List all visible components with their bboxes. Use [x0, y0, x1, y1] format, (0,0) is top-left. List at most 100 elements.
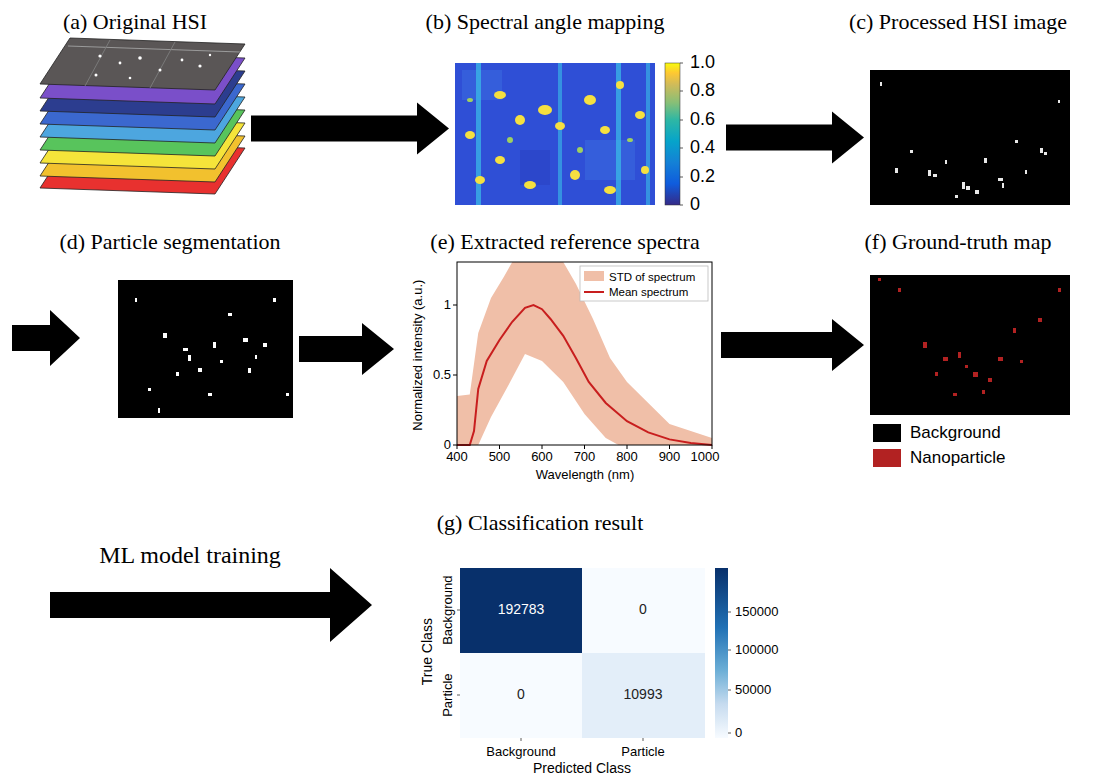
sam-map [577, 147, 583, 153]
processed-image [895, 168, 898, 173]
panel-heading: (g) Classification result [437, 510, 644, 536]
panel-heading: (e) Extracted reference spectra [430, 229, 699, 255]
spectrum-plot [453, 445, 457, 446]
colorbar-tick: 150000 [735, 605, 778, 619]
sam-map [646, 63, 650, 205]
sam-map [515, 115, 525, 125]
sam-map [555, 122, 565, 130]
colorbar-tick: 0 [735, 726, 742, 740]
sam-map [665, 63, 680, 205]
colorbar-tick: 0 [690, 195, 700, 215]
panel-heading: (f) Ground-truth map [865, 229, 1052, 255]
sam-map [604, 186, 616, 194]
spectrum-plot [669, 445, 670, 449]
hsi-image-texture [98, 54, 101, 57]
sam-map [465, 81, 649, 194]
axis-tick: 900 [659, 450, 681, 464]
segmentation-mask [163, 333, 167, 338]
axis-tick: Background [486, 745, 555, 759]
ground-truth-image [958, 352, 961, 358]
sam-map [570, 170, 580, 180]
confusion-matrix [728, 733, 731, 734]
spectrum-plot [457, 262, 712, 445]
confusion-matrix [457, 695, 460, 696]
confusion-matrix [460, 568, 582, 653]
hsi-image-texture [85, 40, 110, 86]
spectrum-plot [584, 291, 604, 293]
segmentation-mask [118, 280, 293, 418]
ground-truth-image [898, 288, 901, 292]
sam-map [507, 137, 513, 143]
spectrum-plot [584, 445, 585, 449]
segmentation-mask [248, 368, 251, 373]
processed-image [962, 182, 965, 189]
hsi-image-texture [159, 69, 162, 72]
block-arrow [251, 103, 449, 155]
hsi-image-texture [150, 42, 175, 88]
hsi-image-texture [138, 56, 142, 60]
confusion-matrix [643, 738, 644, 741]
segmentation-mask [213, 342, 216, 348]
panel-heading: (d) Particle segmentation [59, 229, 280, 255]
sam-map [584, 95, 596, 105]
processed-image [975, 190, 979, 194]
segmentation-mask [176, 372, 179, 376]
sam-map [680, 148, 683, 149]
sam-map [465, 131, 475, 139]
hypercube-stack [40, 38, 245, 90]
segmentation-mask [183, 348, 188, 351]
legend-swatch [873, 449, 901, 467]
sam-map [680, 205, 683, 206]
panel-heading: (c) Processed HSI image [849, 9, 1067, 35]
segmentation-mask [148, 388, 151, 391]
panel-heading: (b) Spectral angle mapping [426, 9, 665, 35]
processed-image [1044, 152, 1047, 155]
colorbar-tick: 0.8 [690, 81, 715, 101]
processed-image [955, 195, 958, 198]
segmentation-mask [188, 355, 191, 361]
segmentation-mask [198, 368, 202, 372]
figure-panel: (g) Classification result [460, 568, 705, 738]
confusion-matrix [728, 612, 731, 733]
spectrum-plot [457, 262, 712, 445]
sam-map [680, 63, 683, 64]
ground-truth-image [870, 275, 1070, 415]
ground-truth-image [1038, 318, 1042, 322]
processed-image [984, 158, 987, 163]
sam-map [558, 63, 562, 205]
segmentation-mask [220, 360, 223, 363]
sam-map [627, 138, 633, 142]
processed-image [928, 170, 931, 176]
hsi-image-texture [129, 77, 132, 80]
block-arrow [726, 112, 864, 164]
axis-tick: 1 [444, 298, 451, 312]
figure-panel: (a) Original HSI [40, 38, 245, 194]
sam-map [585, 140, 635, 180]
axis-tick: 500 [489, 450, 511, 464]
sam-map [600, 126, 610, 134]
sam-map [680, 63, 683, 205]
legend-swatch [873, 424, 901, 442]
processed-image [880, 82, 1060, 198]
block-arrow [299, 323, 394, 375]
segmentation-mask [273, 298, 276, 302]
sam-map [680, 177, 683, 178]
axis-tick: 600 [531, 450, 553, 464]
sam-map [467, 98, 633, 153]
spectrum-plot [457, 305, 712, 445]
hsi-image-texture [95, 74, 98, 77]
colorbar-tick: 0.6 [690, 110, 715, 130]
processed-image [1025, 170, 1027, 174]
processed-image [1058, 100, 1060, 103]
arrow-caption: ML model training [99, 542, 281, 568]
block-arrow [721, 319, 864, 371]
segmentation-mask [286, 393, 289, 396]
figure-panel: (d) Particle segmentation [118, 280, 293, 418]
ground-truth-image [1013, 328, 1016, 333]
spectrum-plot [499, 445, 500, 449]
ground-truth-image [973, 372, 978, 377]
hsi-image-texture [68, 40, 240, 88]
hypercube-stack [40, 38, 245, 194]
ground-truth-image [935, 372, 938, 376]
segmentation-mask [263, 343, 267, 347]
